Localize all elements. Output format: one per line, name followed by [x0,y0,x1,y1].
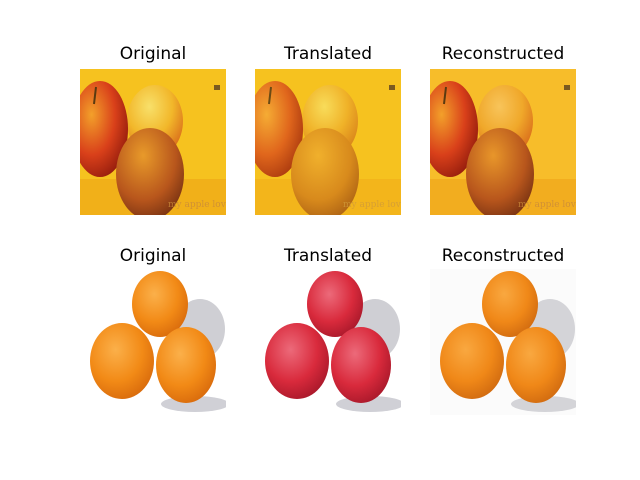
three-red-apples-image [255,269,401,415]
svg-text:my apple loves.: my apple loves. [343,200,401,210]
title-row1-reconstructed: Reconstructed [441,44,565,64]
title-row1-original: Original [119,44,187,64]
title-row2-reconstructed: Reconstructed [441,246,565,266]
image-row2-reconstructed [430,269,576,415]
image-row1-reconstructed: my apple loves. [430,69,576,215]
three-oranges-image [430,269,576,415]
title-row2-original: Original [119,246,187,266]
svg-text:my apple loves.: my apple loves. [168,200,226,210]
image-row2-translated [255,269,401,415]
apples-and-orange-image: my apple loves. [430,69,576,215]
svg-text:my apple loves.: my apple loves. [518,200,576,210]
apples-and-orange-image: my apple loves. [80,69,226,215]
apples-and-orange-image: my apple loves. [255,69,401,215]
image-row1-translated: my apple loves. [255,69,401,215]
image-row1-original: my apple loves. [80,69,226,215]
title-row2-translated: Translated [284,246,372,266]
three-oranges-image [80,269,226,415]
image-row2-original [80,269,226,415]
title-row1-translated: Translated [284,44,372,64]
